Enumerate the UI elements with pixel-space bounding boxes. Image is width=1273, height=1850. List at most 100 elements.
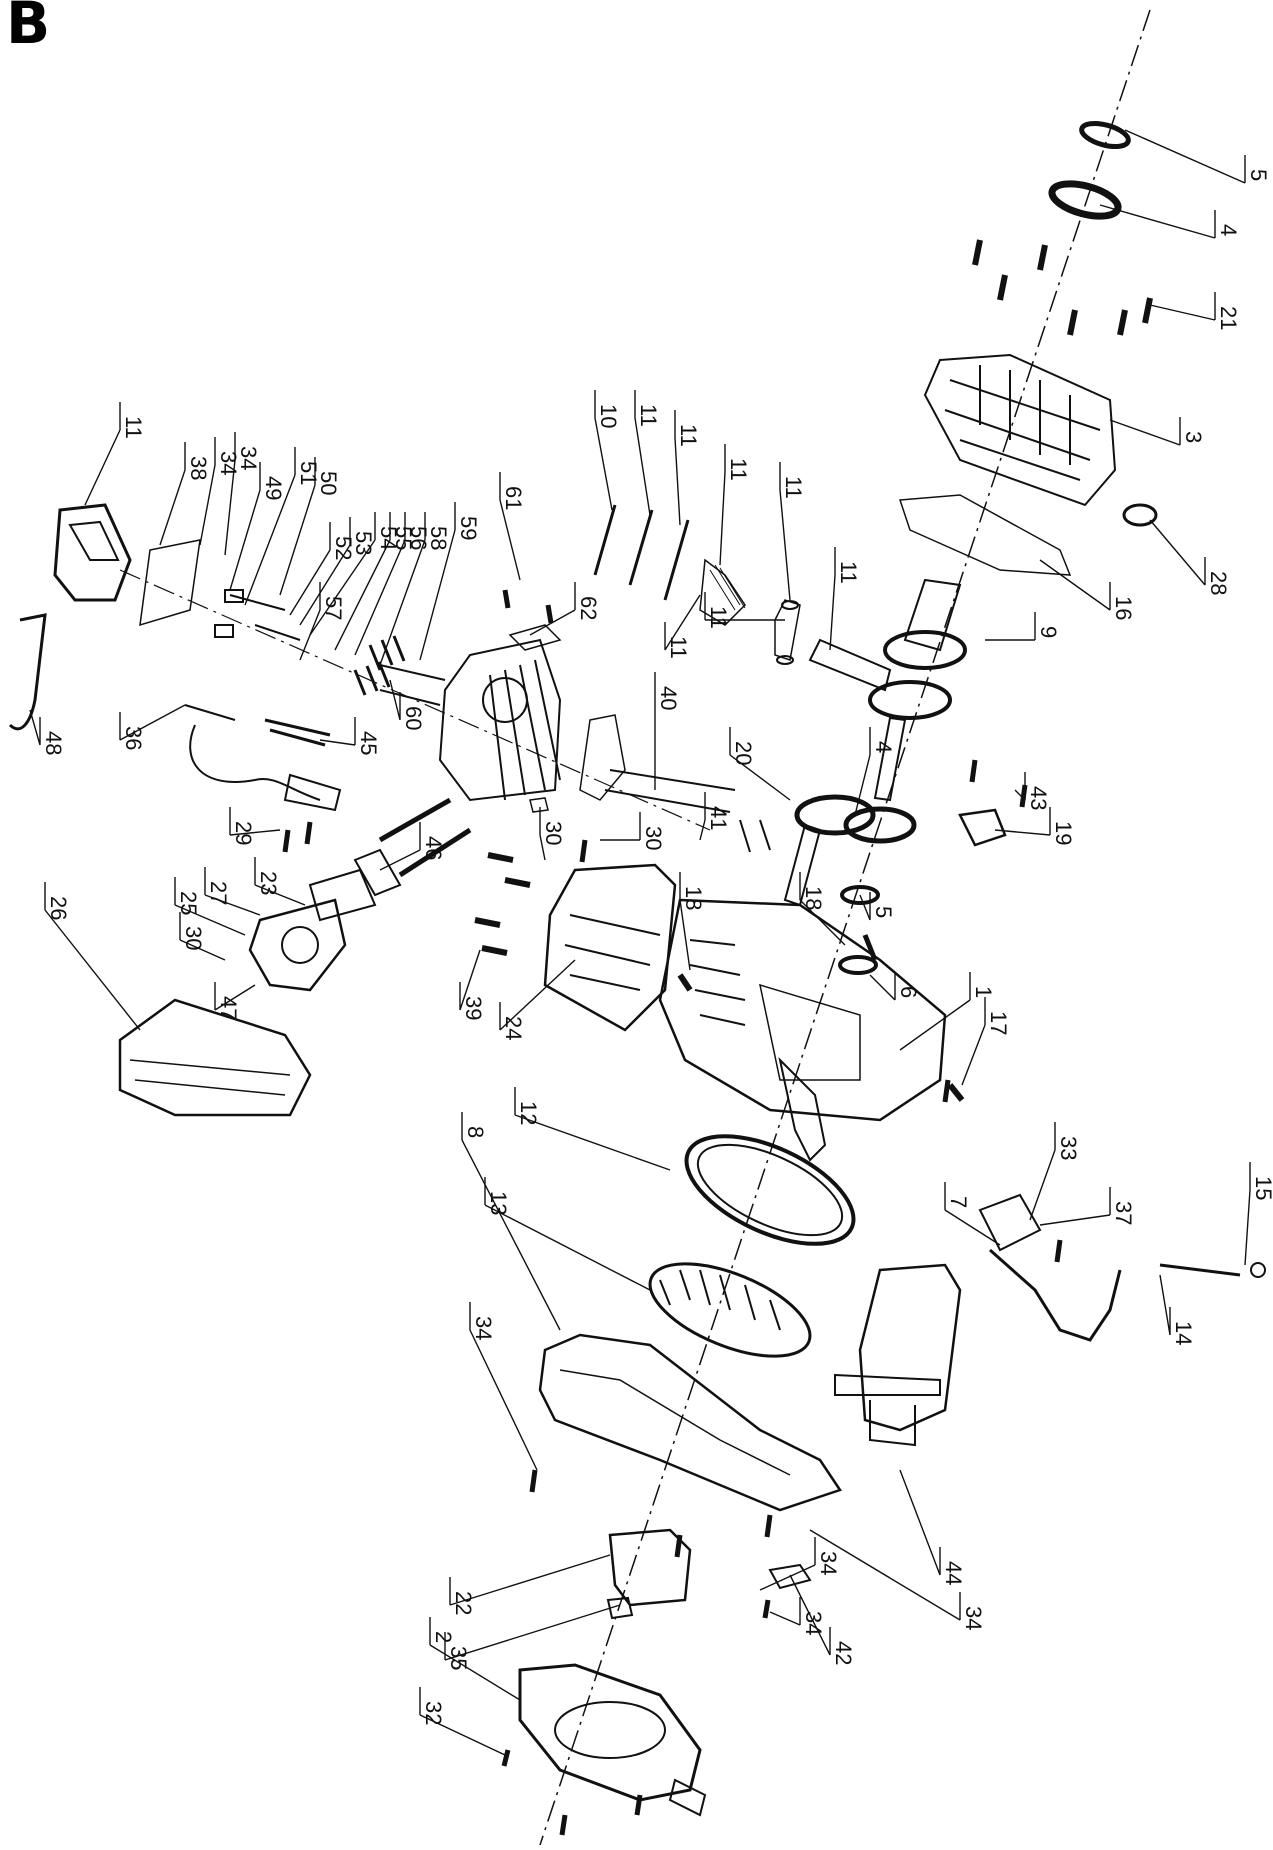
callout-label: 30 — [641, 826, 666, 850]
callout-label: 49 — [261, 476, 286, 500]
callout-leader-line — [44, 882, 141, 1031]
callout-leader-line — [769, 1597, 801, 1626]
crankcase-cover-part — [923, 353, 1117, 507]
callout-leader-line — [319, 717, 356, 746]
callout-leader-line — [539, 807, 546, 861]
callout-label: 42 — [831, 1641, 856, 1665]
gasket-part-62 — [529, 797, 549, 813]
piston-part — [699, 558, 746, 626]
air-filter-part — [118, 998, 312, 1117]
callout-label: 15 — [1251, 1176, 1273, 1200]
callout-label: 56 — [406, 526, 431, 550]
callout-label: 4 — [871, 741, 896, 753]
callout-label: 33 — [1056, 1136, 1081, 1160]
crankshaft-part — [808, 578, 967, 802]
callout-label: 18 — [801, 886, 826, 910]
callout-leader-line — [704, 592, 785, 621]
callout-label: 34 — [816, 1551, 841, 1575]
callout-leader-line — [279, 457, 316, 596]
panel-label: B — [6, 0, 51, 57]
callout-leader-line — [229, 462, 261, 591]
callout-leader-line — [499, 959, 576, 1031]
callout-leader-line — [444, 1604, 621, 1661]
callout-leader-line — [461, 1112, 561, 1331]
callout-leader-line — [159, 442, 186, 546]
callout-leader-line — [224, 432, 236, 556]
callout-label: 50 — [316, 471, 341, 495]
callout-label: 35 — [446, 1646, 471, 1670]
callout-leader-line — [419, 1687, 506, 1756]
callout-leader-line — [789, 1574, 831, 1656]
callout-label: 23 — [256, 871, 281, 895]
callout-leader-line — [679, 872, 691, 971]
oil-level-sensor-part — [1122, 503, 1158, 527]
cooling-fan-part — [648, 1262, 812, 1358]
callout-leader-line — [84, 402, 121, 506]
callout-label: 11 — [781, 476, 806, 499]
callout-label: 34 — [961, 1606, 986, 1630]
callout-label: 25 — [176, 891, 201, 915]
valve-set — [379, 664, 446, 706]
callout-label: 11 — [636, 404, 661, 427]
engine-block-part — [658, 898, 947, 1162]
callout-leader-line — [1159, 1274, 1171, 1336]
carburetor-gasket-part — [308, 868, 377, 922]
callout-leader-line — [1244, 1162, 1251, 1266]
callout-leader-line — [204, 867, 261, 916]
callout-leader-line — [944, 1182, 1001, 1246]
callout-label: 30 — [541, 821, 566, 845]
bolt-set-39 — [474, 852, 531, 956]
callout-leader-line — [1039, 1187, 1111, 1226]
callout-leader-line — [514, 1087, 671, 1171]
callout-label: 60 — [401, 706, 426, 730]
callout-leader-line — [429, 1617, 521, 1701]
callout-label: 30 — [181, 926, 206, 950]
callout-leader-line — [299, 582, 321, 661]
seal-part-7 — [838, 955, 878, 975]
callout-leader-line — [1149, 292, 1216, 321]
callout-label: 11 — [706, 606, 731, 629]
piston-ring-set — [593, 504, 690, 601]
center-axis-line — [539, 9, 1151, 1846]
callout-label: 17 — [986, 1011, 1011, 1035]
callout-label: 19 — [1051, 821, 1076, 845]
callout-label: 43 — [1026, 786, 1051, 810]
push-rod-set — [604, 769, 771, 853]
callout-label: 32 — [421, 1701, 446, 1725]
callout-label: 18 — [681, 886, 706, 910]
callout-leader-line — [594, 390, 613, 511]
callout-leader-line — [799, 872, 846, 946]
callout-label: 6 — [896, 986, 921, 998]
callout-label: 22 — [451, 1591, 476, 1615]
head-gasket-part — [579, 714, 626, 801]
muffler-part — [543, 863, 677, 1032]
callout-leader-line — [419, 502, 456, 661]
callout-leader-line — [299, 517, 351, 626]
callout-label: 34 — [471, 1316, 496, 1340]
callout-label: 27 — [206, 881, 231, 905]
callout-leader-line — [600, 812, 641, 841]
gasket-part — [898, 494, 1072, 576]
callout-label: 20 — [731, 741, 756, 765]
callout-leader-line — [1014, 772, 1026, 801]
callout-leader-line — [174, 877, 246, 936]
callout-label: 58 — [426, 526, 451, 550]
callout-leader-line — [729, 727, 791, 801]
ignition-cable-part — [184, 704, 342, 812]
callout-leader-line — [214, 982, 256, 1011]
stud-set — [378, 797, 472, 878]
piston-pin-part — [774, 599, 801, 665]
callout-label: 11 — [121, 416, 146, 439]
callout-leader-line — [379, 512, 426, 666]
callout-leader-line — [179, 912, 226, 961]
callout-label: 11 — [836, 561, 861, 584]
callout-leader-line — [1039, 559, 1111, 611]
bearing-part — [1048, 180, 1122, 220]
callout-label: 51 — [296, 461, 321, 485]
callout-leader-line — [459, 949, 481, 1011]
callout-leader-line — [289, 522, 331, 616]
valve-cover-gasket-part — [139, 539, 201, 627]
callout-leader-line — [985, 612, 1036, 641]
rocker-arm-set — [214, 589, 301, 641]
callout-label: 8 — [463, 1126, 488, 1138]
